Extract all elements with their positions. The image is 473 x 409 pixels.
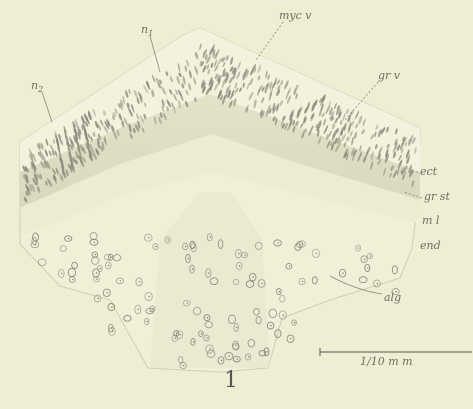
- endoderm-cell-nucleus: [238, 253, 239, 254]
- endoderm-cell-nucleus: [239, 265, 240, 266]
- endoderm-cell-nucleus: [193, 341, 194, 342]
- endoderm-cell-nucleus: [111, 306, 112, 307]
- scale-bar-label: 1/10 m m: [360, 356, 413, 367]
- label-n1: n1: [141, 24, 153, 38]
- label-ect: ect: [420, 166, 437, 177]
- endoderm-cell-nucleus: [72, 279, 73, 280]
- endoderm-cell-nucleus: [94, 242, 95, 243]
- endoderm-cell-nucleus: [147, 321, 148, 322]
- endoderm-cell-nucleus: [266, 351, 267, 352]
- endoderm-cell-nucleus: [152, 308, 153, 309]
- endoderm-cell-nucleus: [139, 281, 140, 282]
- label-gr-v: gr v: [378, 70, 400, 81]
- label-gr-st: gr st: [424, 191, 450, 202]
- endoderm-cell-nucleus: [210, 237, 211, 238]
- endoderm-cell-nucleus: [207, 317, 208, 318]
- endoderm-cell-nucleus: [96, 279, 97, 280]
- endoderm-cell-nucleus: [236, 327, 237, 328]
- endoderm-cell-nucleus: [193, 247, 194, 248]
- endoderm-cell-nucleus: [358, 247, 359, 248]
- endoderm-cell-nucleus: [148, 237, 149, 238]
- endoderm-cell-nucleus: [370, 255, 371, 256]
- endoderm-cell-nucleus: [168, 239, 169, 240]
- endoderm-cell-nucleus: [201, 333, 202, 334]
- endoderm-cell-nucleus: [138, 309, 139, 310]
- endoderm-cell-nucleus: [95, 254, 96, 255]
- endoderm-cell-nucleus: [112, 331, 113, 332]
- endoderm-cell-nucleus: [96, 272, 97, 273]
- endoderm-cell-nucleus: [279, 291, 280, 292]
- endoderm-cell-nucleus: [155, 246, 156, 247]
- endoderm-cell-nucleus: [367, 267, 368, 268]
- endoderm-cell-nucleus: [294, 322, 295, 323]
- endoderm-cell-nucleus: [208, 272, 209, 273]
- endoderm-cell-nucleus: [187, 302, 188, 303]
- label-m-l: m l: [422, 215, 439, 226]
- endoderm-cell-nucleus: [235, 345, 236, 346]
- endoderm-cell-nucleus: [283, 314, 284, 315]
- endoderm-cell-nucleus: [221, 360, 222, 361]
- endoderm-cell-nucleus: [364, 259, 365, 260]
- endoderm-cell-nucleus: [302, 243, 303, 244]
- endoderm-cell-nucleus: [188, 258, 189, 259]
- label-n2: n2: [31, 80, 43, 94]
- endoderm-cell-nucleus: [229, 355, 230, 356]
- endoderm-cell-nucleus: [270, 325, 271, 326]
- endoderm-cell-nucleus: [97, 298, 98, 299]
- label-myc-v: myc v: [279, 10, 312, 21]
- endoderm-cell-nucleus: [377, 283, 378, 284]
- label-alg: alg: [384, 292, 401, 303]
- endoderm-cell-nucleus: [245, 254, 246, 255]
- endoderm-cell-nucleus: [248, 356, 249, 357]
- figure-number: 1: [224, 368, 238, 393]
- endoderm-cell-nucleus: [107, 292, 108, 293]
- label-end: end: [420, 240, 441, 251]
- endoderm-cell-nucleus: [68, 238, 69, 239]
- endoderm-cell-nucleus: [289, 266, 290, 267]
- endoderm-cell-nucleus: [183, 365, 184, 366]
- endoderm-cell-nucleus: [179, 334, 180, 335]
- endoderm-cell-nucleus: [148, 296, 149, 297]
- endoderm-cell-nucleus: [100, 268, 101, 269]
- endoderm-cell-nucleus: [316, 253, 317, 254]
- endoderm-cell-nucleus: [120, 280, 121, 281]
- endoderm-cell-nucleus: [237, 358, 238, 359]
- endoderm-cell-nucleus: [342, 273, 343, 274]
- endoderm-cell-nucleus: [206, 337, 207, 338]
- endoderm-cell-nucleus: [302, 281, 303, 282]
- endoderm-cell-nucleus: [290, 338, 291, 339]
- endoderm-cell-nucleus: [108, 265, 109, 266]
- endoderm-cell-nucleus: [277, 242, 278, 243]
- endoderm-cell-nucleus: [253, 276, 254, 277]
- endoderm-cell-nucleus: [110, 257, 111, 258]
- endoderm-cell-nucleus: [261, 283, 262, 284]
- endoderm-cell-nucleus: [61, 273, 62, 274]
- endoderm-cell-nucleus: [185, 246, 186, 247]
- endoderm-cell-nucleus: [175, 338, 176, 339]
- endoderm-cell-nucleus: [35, 244, 36, 245]
- endoderm-cell-nucleus: [192, 268, 193, 269]
- endoderm-cell-nucleus: [209, 348, 210, 349]
